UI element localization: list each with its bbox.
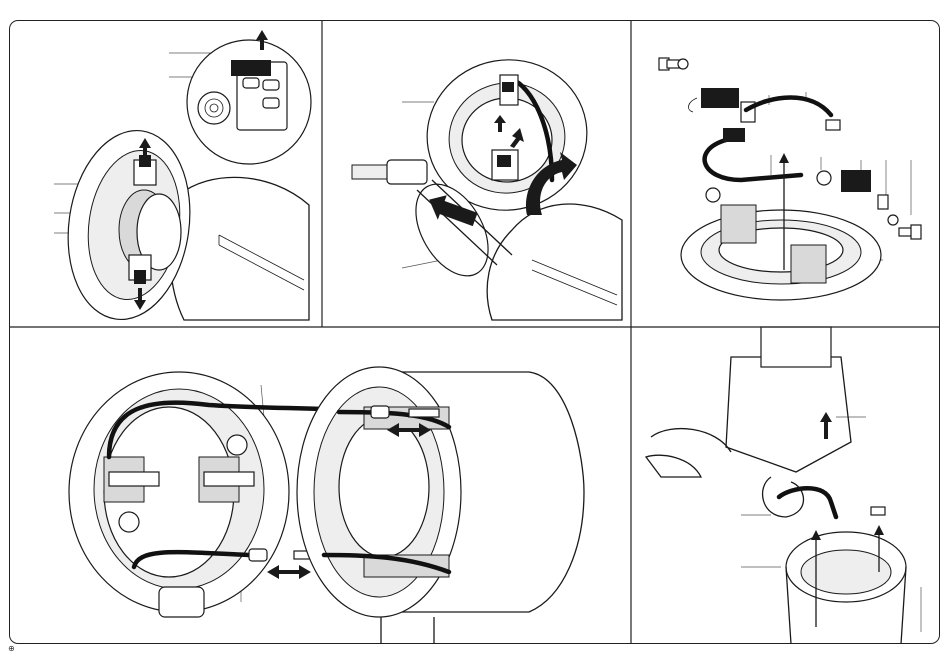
page-mark: ⊕ [8,644,15,653]
